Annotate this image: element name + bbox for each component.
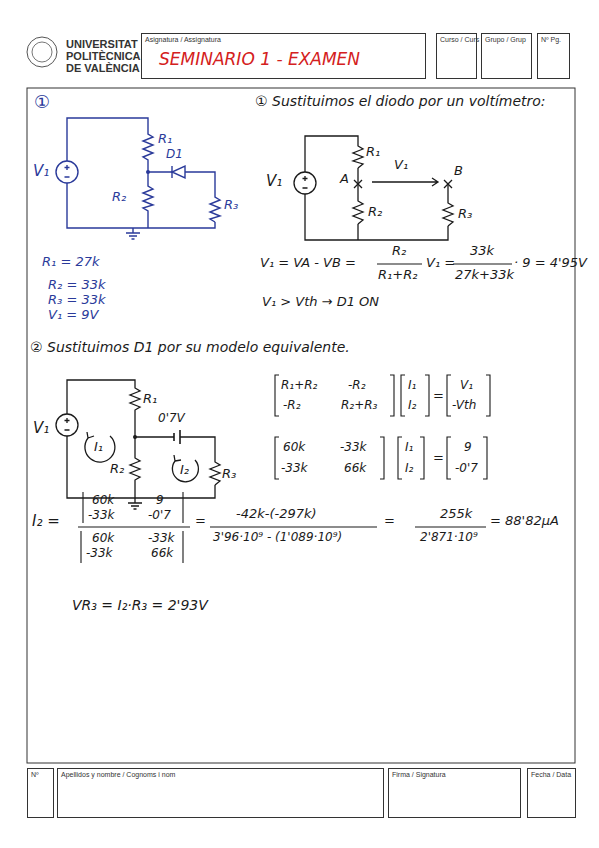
handwritten-label: -33k (88, 509, 115, 522)
handwritten-label: 255k (440, 507, 472, 521)
page-frame (27, 88, 575, 763)
handwritten-label: = (433, 451, 444, 465)
handwritten-label: V₁ (394, 158, 408, 172)
handwritten-label: R₁ (143, 392, 157, 406)
math-lines (78, 264, 512, 563)
handwritten-label: R₂+R₃ (341, 399, 377, 412)
field-caption: Asignatura / Assignatura (145, 36, 422, 43)
subject-title: SEMINARIO 1 - EXAMEN (159, 49, 422, 69)
header-cell: Grupo / Grup (481, 33, 532, 79)
footer-cell: Firma / Signatura (388, 768, 521, 818)
handwritten-label: 60k (92, 532, 114, 545)
footer-cell: Apellidos y nombre / Cognoms i nom (57, 768, 384, 818)
handwritten-label: R₁+R₂ (281, 379, 317, 392)
handwritten-label: 2'871·10⁹ (420, 531, 478, 544)
handwritten-label: VR₃ = I₂·R₃ = 2'93V (72, 598, 208, 613)
handwritten-label: 3'96·10⁹ - (1'089·10⁹) (213, 531, 342, 544)
handwritten-label: I₁ (405, 441, 413, 454)
handwritten-label: = (433, 389, 444, 403)
handwritten-label: -42k-(-297k) (236, 507, 317, 521)
handwritten-label: R₁ = 27k (42, 255, 99, 269)
handwritten-label: = 88'82µA (490, 514, 559, 528)
handwritten-label: -R₂ (348, 379, 365, 392)
field-caption: Fecha / Data (531, 771, 572, 778)
handwritten-label: I₂ = (32, 513, 60, 530)
handwritten-label: V₁ (266, 173, 282, 190)
handwritten-label: 60k (92, 494, 114, 507)
handwritten-label: 66k (151, 547, 173, 560)
handwritten-label: R₃ (224, 198, 238, 212)
field-caption: Apellidos y nombre / Cognoms i nom (61, 771, 380, 778)
handwritten-label: R₁+R₂ (378, 268, 417, 282)
handwritten-label: V₁ = VA - VB = (260, 256, 356, 270)
handwritten-label: -0'7 (148, 509, 171, 522)
handwritten-label: R₂ (368, 205, 382, 219)
field-caption: Firma / Signatura (392, 771, 517, 778)
handwritten-label: V₁ = 9V (48, 308, 98, 322)
field-caption: Nº (31, 771, 50, 778)
handwritten-label: 9 (464, 441, 472, 454)
circuit-equivalent (56, 380, 220, 509)
handwritten-label: · 9 = 4'95V (514, 256, 587, 270)
field-caption: Nº Pg. (541, 36, 566, 43)
handwritten-label: V₁ (460, 379, 473, 392)
handwritten-label: V₁ = (426, 256, 455, 270)
handwritten-label: D1 (166, 148, 183, 161)
handwritten-label: 9 (156, 494, 164, 507)
handwritten-label: 60k (283, 441, 305, 454)
handwritten-label: A (340, 172, 349, 186)
handwritten-label: V₁ (33, 163, 49, 180)
handwritten-label: I₂ (405, 462, 413, 475)
circuit-original (56, 118, 220, 239)
handwritten-label: R₃ (222, 467, 236, 481)
handwritten-label: ② Sustituimos D1 por su modelo equivalen… (30, 340, 350, 355)
handwritten-label: ① Sustituimos el diodo por un voltímetro… (255, 94, 546, 109)
handwritten-label: 27k+33k (455, 268, 514, 282)
handwritten-label: R₃ (458, 207, 472, 221)
handwritten-label: 0'7V (158, 412, 185, 425)
handwritten-label: -R₂ (283, 399, 300, 412)
university-name: POLITÈCNICA (66, 50, 141, 62)
handwritten-label: R₂ (110, 462, 124, 476)
handwritten-label: I₂ (180, 463, 189, 477)
field-caption: Grupo / Grup (485, 36, 528, 43)
handwritten-label: R₂ (392, 244, 406, 258)
handwritten-label: V₁ > Vth → D1 ON (262, 295, 379, 309)
handwritten-label: -33k (340, 441, 367, 454)
handwritten-label: R₃ = 33k (48, 293, 105, 307)
handwritten-label: V₁ (33, 420, 49, 437)
handwritten-label: -33k (86, 547, 113, 560)
header-cell: Nº Pg. (537, 33, 570, 79)
handwritten-label: -0'7 (455, 462, 478, 475)
handwritten-label: 33k (470, 244, 494, 258)
footer-cell: Fecha / Data (527, 768, 576, 818)
handwritten-label: I₁ (94, 440, 103, 454)
handwritten-label: R₂ (112, 190, 126, 204)
handwritten-label: R₁ (366, 145, 380, 159)
handwritten-label: -Vth (452, 399, 476, 412)
field-caption: Curso / Curs (440, 36, 473, 43)
handwritten-label: -33k (281, 462, 308, 475)
circuit-voltmeter (294, 136, 453, 240)
university-name: UNIVERSITAT (66, 38, 138, 50)
handwritten-label: B (454, 164, 463, 178)
footer-cell: Nº (27, 768, 54, 818)
handwritten-label: I₂ (408, 399, 416, 412)
handwritten-label: R₂ = 33k (48, 278, 105, 292)
university-seal (27, 37, 57, 67)
handwritten-label: -33k (148, 532, 175, 545)
handwritten-label: I₁ (408, 379, 416, 392)
header-cell: Curso / Curs (436, 33, 477, 79)
handwritten-label: = (384, 514, 395, 528)
header-cell: Asignatura / AssignaturaSEMINARIO 1 - EX… (141, 33, 426, 79)
university-seal (32, 42, 52, 62)
university-name: DE VALÈNCIA (66, 62, 140, 74)
handwritten-label: R₁ (158, 132, 172, 146)
handwritten-label: ① (34, 92, 50, 112)
handwritten-label: = (195, 514, 206, 528)
handwritten-label: 66k (344, 462, 366, 475)
